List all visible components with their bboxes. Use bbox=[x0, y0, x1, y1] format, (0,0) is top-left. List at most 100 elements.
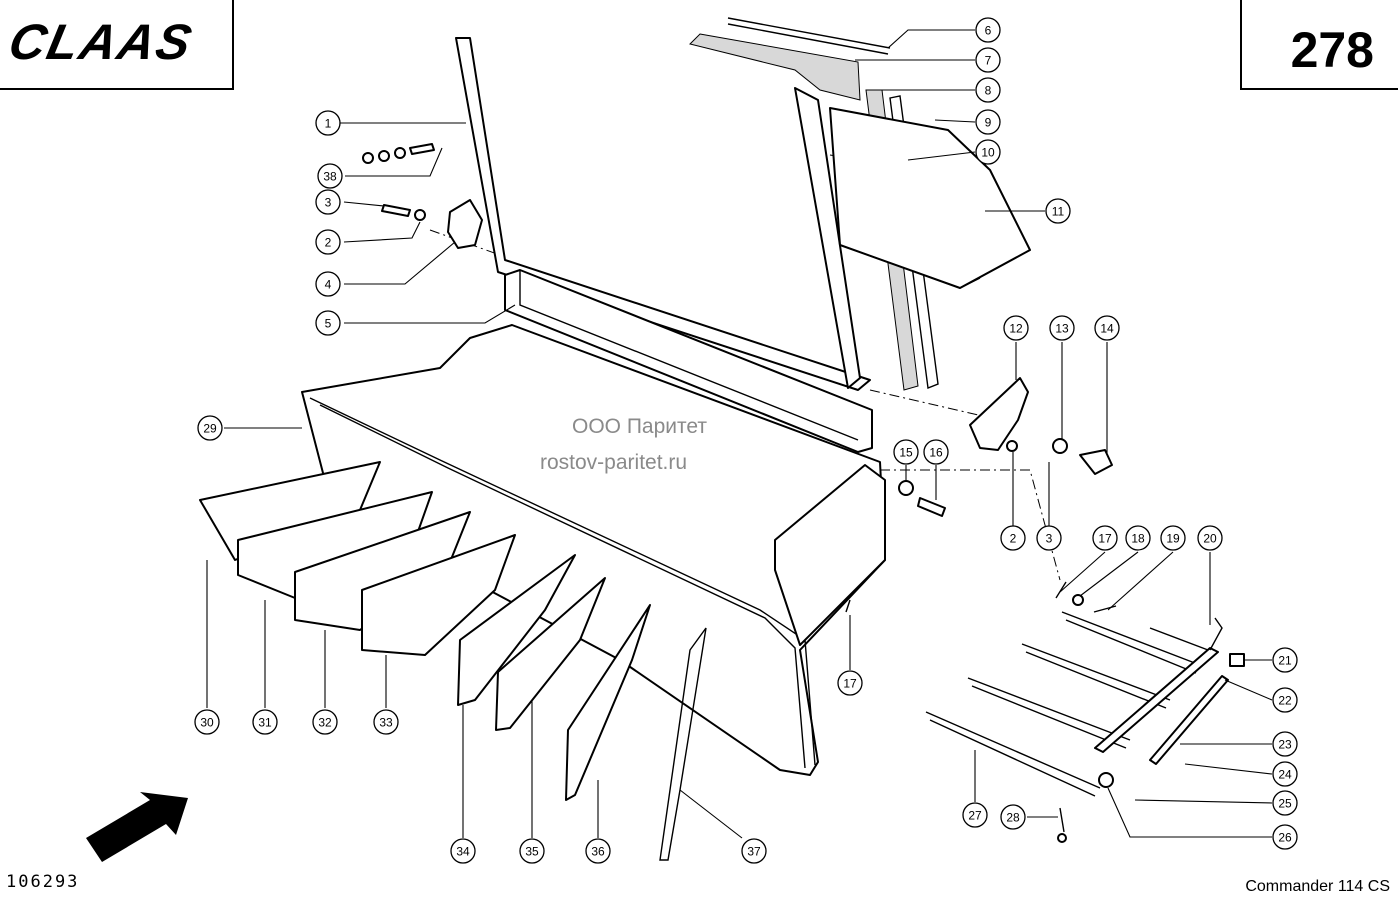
callout-number: 35 bbox=[525, 845, 539, 859]
callout-12: 12 bbox=[1003, 315, 1029, 341]
callout-22: 22 bbox=[1272, 687, 1298, 713]
callout-number: 22 bbox=[1278, 694, 1292, 708]
callout-23: 23 bbox=[1272, 731, 1298, 757]
callout-bubble bbox=[315, 271, 341, 297]
callout-34: 34 bbox=[450, 838, 476, 864]
callout-bubble bbox=[1272, 761, 1298, 787]
callout-2: 2 bbox=[1000, 525, 1026, 551]
leader-lines bbox=[206, 29, 1273, 839]
callout-number: 13 bbox=[1055, 322, 1069, 336]
callout-bubble bbox=[194, 709, 220, 735]
part-tine bbox=[1061, 611, 1201, 674]
callout-number: 17 bbox=[1098, 532, 1112, 546]
part-washer-38b bbox=[378, 150, 390, 162]
callout-13: 13 bbox=[1049, 315, 1075, 341]
callout-bubble bbox=[1125, 525, 1151, 551]
callout-33: 33 bbox=[373, 709, 399, 735]
callout-bubble bbox=[1000, 804, 1026, 830]
direction-arrow-icon bbox=[86, 792, 188, 862]
callout-number: 1 bbox=[325, 117, 332, 131]
callout-9: 9 bbox=[975, 109, 1001, 135]
part-rake-bar-22 bbox=[1149, 675, 1229, 765]
callout-number: 2 bbox=[325, 236, 332, 250]
callout-number: 20 bbox=[1203, 532, 1217, 546]
part-bolt-16-shank bbox=[917, 497, 946, 517]
callout-bubble bbox=[1160, 525, 1186, 551]
callout-4: 4 bbox=[315, 271, 341, 297]
part-pin-17 bbox=[1055, 581, 1067, 599]
callout-bubble bbox=[1197, 525, 1223, 551]
part-washer-2 bbox=[1006, 440, 1018, 452]
callout-16: 16 bbox=[923, 439, 949, 465]
callout-number: 28 bbox=[1006, 811, 1020, 825]
callout-number: 23 bbox=[1278, 738, 1292, 752]
callout-number: 27 bbox=[968, 809, 982, 823]
part-blade-34 bbox=[457, 554, 576, 706]
callout-bubble bbox=[1272, 647, 1298, 673]
callout-number: 15 bbox=[899, 446, 913, 460]
page-number: 278 bbox=[1290, 22, 1374, 78]
callout-bubble bbox=[741, 838, 767, 864]
callout-number: 26 bbox=[1278, 831, 1292, 845]
callout-number: 25 bbox=[1278, 797, 1292, 811]
callout-bubble bbox=[450, 838, 476, 864]
callout-17: 17 bbox=[1092, 525, 1118, 551]
callout-28: 28 bbox=[1000, 804, 1026, 830]
callout-26: 26 bbox=[1272, 824, 1298, 850]
callout-3: 3 bbox=[315, 189, 341, 215]
callout-number: 31 bbox=[258, 716, 272, 730]
channel-edge bbox=[519, 270, 859, 441]
callout-bubble bbox=[312, 709, 338, 735]
callout-bubble bbox=[923, 439, 949, 465]
callout-bubble bbox=[1045, 198, 1071, 224]
callout-number: 38 bbox=[323, 170, 337, 184]
part-bolt-16 bbox=[898, 480, 914, 496]
part-pivot-4 bbox=[447, 199, 483, 249]
callout-bubble bbox=[197, 415, 223, 441]
part-side-frame-1 bbox=[455, 37, 871, 391]
callout-bubble bbox=[1036, 525, 1062, 551]
part-washer-18 bbox=[1072, 594, 1084, 606]
part-bar-10 bbox=[889, 95, 939, 389]
callout-bubble bbox=[893, 439, 919, 465]
alignment-line bbox=[429, 229, 501, 256]
callout-bubble bbox=[1094, 315, 1120, 341]
callout-bubble bbox=[373, 709, 399, 735]
part-pin-17b bbox=[845, 599, 851, 613]
callout-18: 18 bbox=[1125, 525, 1151, 551]
callout-37: 37 bbox=[741, 838, 767, 864]
callout-bubble bbox=[1272, 790, 1298, 816]
callout-3: 3 bbox=[1036, 525, 1062, 551]
callout-bubble bbox=[519, 838, 545, 864]
callout-8: 8 bbox=[975, 77, 1001, 103]
callout-31: 31 bbox=[252, 709, 278, 735]
hood-rim-inner bbox=[319, 404, 806, 769]
part-washer-28 bbox=[1057, 833, 1067, 843]
part-screw-28 bbox=[1059, 807, 1065, 833]
callout-number: 34 bbox=[456, 845, 470, 859]
callout-number: 21 bbox=[1278, 654, 1292, 668]
part-tine bbox=[1149, 627, 1209, 651]
part-bracket-7 bbox=[689, 33, 861, 101]
hood-rim bbox=[309, 397, 816, 766]
callout-bubble bbox=[1000, 525, 1026, 551]
machine-model: Commander 114 CS bbox=[1245, 878, 1390, 895]
callout-number: 8 bbox=[985, 84, 992, 98]
callout-bubble bbox=[1272, 731, 1298, 757]
callout-bubble bbox=[1092, 525, 1118, 551]
callout-number: 9 bbox=[985, 116, 992, 130]
callout-number: 4 bbox=[325, 278, 332, 292]
part-washer-38c bbox=[394, 147, 406, 159]
part-blade-35 bbox=[495, 577, 606, 731]
callout-number: 3 bbox=[325, 196, 332, 210]
callout-17: 17 bbox=[837, 670, 863, 696]
callout-number: 30 bbox=[200, 716, 214, 730]
callout-number: 2 bbox=[1010, 532, 1017, 546]
part-washer-38 bbox=[362, 152, 374, 164]
part-bolt-38 bbox=[409, 143, 435, 155]
callout-number: 32 bbox=[318, 716, 332, 730]
part-plate-11 bbox=[829, 107, 1031, 289]
callout-number: 12 bbox=[1009, 322, 1023, 336]
part-tine bbox=[1021, 643, 1171, 709]
